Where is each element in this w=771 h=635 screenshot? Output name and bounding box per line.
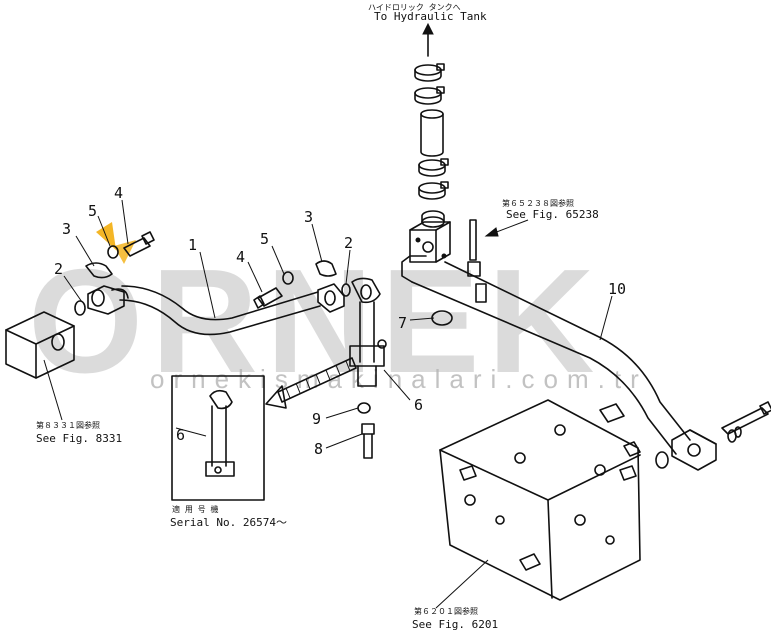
callout-6-main: 6 — [414, 396, 423, 414]
callout-1: 1 — [188, 236, 197, 254]
callout-10: 10 — [608, 280, 626, 298]
ref-serial-en: Serial No. 26574～ — [170, 516, 287, 529]
callouts: 1 2 2 3 3 4 4 5 5 6 6 7 8 9 10 — [54, 184, 626, 458]
leader-lines — [43, 199, 613, 609]
callout-6-inset: 6 — [176, 426, 185, 444]
ref-6201-en: See Fig. 6201 — [412, 618, 498, 631]
ref-8331-jp: 第８３３１図参照 — [36, 420, 100, 430]
inset-serial — [171, 375, 265, 501]
callout-5-left: 5 — [88, 202, 97, 220]
return-pipe-10 — [401, 255, 771, 471]
callout-8: 8 — [314, 440, 323, 458]
callout-3-right: 3 — [304, 208, 313, 226]
callout-4-left: 4 — [114, 184, 123, 202]
tank-return-assembly — [414, 22, 449, 200]
ref-6201-jp: 第６２０１図参照 — [414, 606, 478, 616]
ref-65238-jp: 第６５２３８図参照 — [502, 198, 574, 208]
ref-tank-en: To Hydraulic Tank — [374, 10, 487, 23]
control-valve-6201 — [439, 399, 641, 601]
callout-5-right: 5 — [260, 230, 269, 248]
tee-block — [409, 210, 451, 263]
ref-8331-en: See Fig. 8331 — [36, 432, 122, 445]
callout-3-left: 3 — [62, 220, 71, 238]
reference-labels: ハイドロリック タンクへ To Hydraulic Tank 第６５２３８図参照… — [36, 3, 599, 631]
callout-9: 9 — [312, 410, 321, 428]
pump-block-8331 — [5, 311, 75, 379]
callout-4-right: 4 — [236, 248, 245, 266]
ref-tank-jp: ハイドロリック タンクへ — [368, 3, 461, 12]
watermark-url: ornekismakinalari.com.tr — [150, 364, 648, 394]
callout-2-left: 2 — [54, 260, 63, 278]
ref-65238-en: See Fig. 65238 — [506, 208, 599, 221]
inset-arrow — [265, 357, 357, 409]
ref-serial-jp: 適 用 号 機 — [172, 504, 218, 514]
callout-7: 7 — [398, 314, 407, 332]
fitting-65238 — [467, 219, 529, 303]
callout-2-right: 2 — [344, 234, 353, 252]
